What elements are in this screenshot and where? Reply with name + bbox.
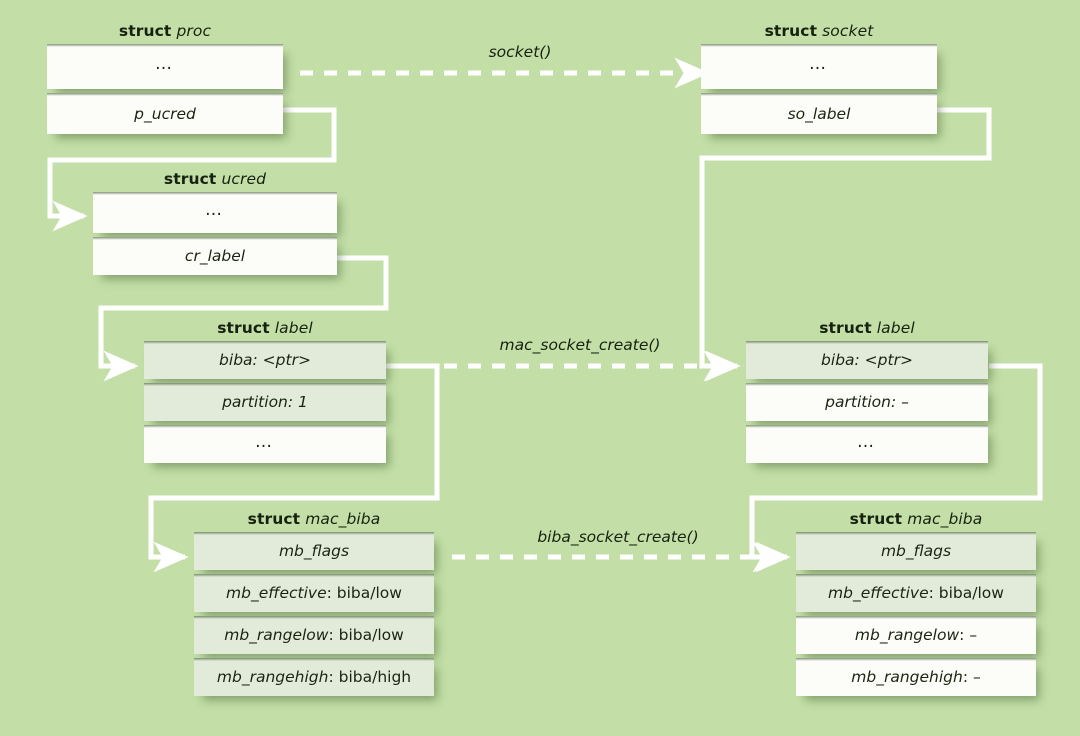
row-socket-so-label[interactable]: so_label: [701, 93, 937, 135]
row-biba-right-mb-rangehigh[interactable]: mb_rangehigh: –: [796, 658, 1036, 697]
row-label-right-partition[interactable]: partition: –: [746, 383, 988, 422]
struct-name: label: [274, 319, 313, 337]
struct-mac-biba-right-title: struct mac_biba: [796, 511, 1036, 527]
row-ucred-ellipsis[interactable]: …: [93, 192, 337, 234]
flow-label-mac-socket-create: mac_socket_create(): [499, 336, 661, 354]
struct-ucred-title: struct ucred: [93, 171, 337, 187]
row-biba-left-mb-flags[interactable]: mb_flags: [194, 532, 434, 571]
struct-mac-biba-left-rows: mb_flags mb_effective: biba/low mb_range…: [194, 532, 434, 697]
struct-proc: struct proc … p_ucred: [47, 23, 283, 135]
flow-label-biba-socket-create: biba_socket_create(): [537, 528, 699, 546]
struct-name: ucred: [221, 170, 267, 188]
row-label-left-partition[interactable]: partition: 1: [144, 383, 386, 422]
struct-name: mac_biba: [305, 510, 381, 528]
struct-keyword: struct: [849, 510, 903, 528]
row-label-right-biba[interactable]: biba: <ptr>: [746, 341, 988, 380]
row-biba-right-mb-effective[interactable]: mb_effective: biba/low: [796, 574, 1036, 613]
struct-name: mac_biba: [907, 510, 983, 528]
struct-keyword: struct: [163, 170, 217, 188]
struct-keyword: struct: [217, 319, 270, 337]
struct-keyword: struct: [764, 22, 818, 40]
flow-label-socket: socket(): [488, 43, 552, 61]
row-biba-right-mb-flags[interactable]: mb_flags: [796, 532, 1036, 571]
row-ucred-cr-label[interactable]: cr_label: [93, 237, 337, 276]
struct-label-left-rows: biba: <ptr> partition: 1 …: [144, 341, 386, 464]
struct-label-left: struct label biba: <ptr> partition: 1 …: [144, 320, 386, 464]
struct-mac-biba-right: struct mac_biba mb_flags mb_effective: b…: [796, 511, 1036, 697]
struct-mac-biba-left-title: struct mac_biba: [194, 511, 434, 527]
struct-keyword: struct: [118, 22, 172, 40]
row-biba-right-mb-rangelow[interactable]: mb_rangelow: –: [796, 616, 1036, 655]
struct-mac-biba-right-rows: mb_flags mb_effective: biba/low mb_range…: [796, 532, 1036, 697]
struct-label-right-rows: biba: <ptr> partition: – …: [746, 341, 988, 464]
row-proc-p-ucred[interactable]: p_ucred: [47, 93, 283, 135]
row-proc-ellipsis[interactable]: …: [47, 44, 283, 90]
row-socket-ellipsis[interactable]: …: [701, 44, 937, 90]
row-label-left-ellipsis[interactable]: …: [144, 425, 386, 464]
struct-name: socket: [822, 22, 874, 40]
row-label-right-ellipsis[interactable]: …: [746, 425, 988, 464]
struct-name: proc: [176, 22, 212, 40]
struct-proc-rows: … p_ucred: [47, 44, 283, 135]
struct-ucred: struct ucred … cr_label: [93, 171, 337, 276]
struct-label-right-title: struct label: [746, 320, 988, 336]
struct-name: label: [876, 319, 915, 337]
struct-mac-biba-left: struct mac_biba mb_flags mb_effective: b…: [194, 511, 434, 697]
row-biba-left-mb-rangelow[interactable]: mb_rangelow: biba/low: [194, 616, 434, 655]
struct-keyword: struct: [247, 510, 301, 528]
row-label-left-biba[interactable]: biba: <ptr>: [144, 341, 386, 380]
struct-socket-title: struct socket: [701, 23, 937, 39]
struct-proc-title: struct proc: [47, 23, 283, 39]
struct-ucred-rows: … cr_label: [93, 192, 337, 276]
row-biba-left-mb-rangehigh[interactable]: mb_rangehigh: biba/high: [194, 658, 434, 697]
struct-keyword: struct: [819, 319, 872, 337]
struct-socket-rows: … so_label: [701, 44, 937, 135]
struct-label-right: struct label biba: <ptr> partition: – …: [746, 320, 988, 464]
row-biba-left-mb-effective[interactable]: mb_effective: biba/low: [194, 574, 434, 613]
struct-label-left-title: struct label: [144, 320, 386, 336]
struct-socket: struct socket … so_label: [701, 23, 937, 135]
